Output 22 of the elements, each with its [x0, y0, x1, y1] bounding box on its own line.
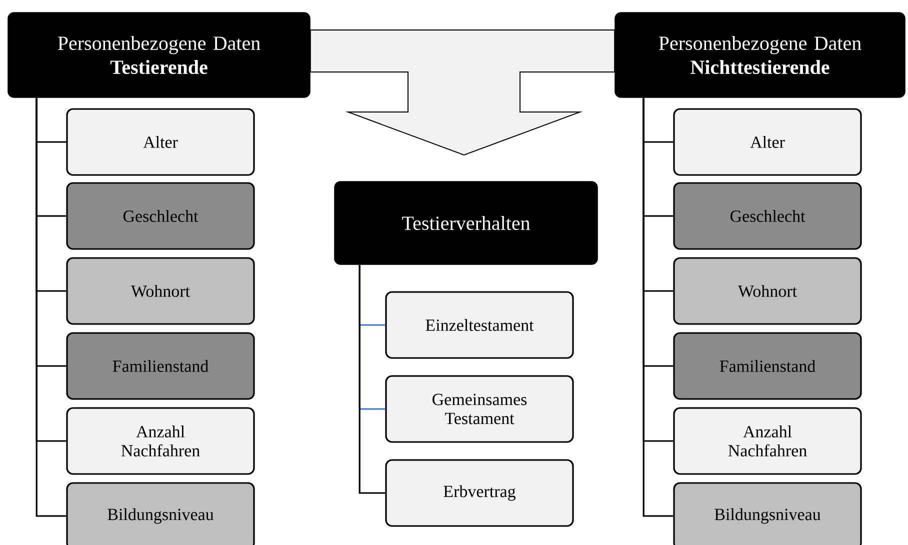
- merge-arrow: [310, 30, 616, 156]
- category-box: Familienstand: [673, 332, 862, 400]
- category-box: Bildungsniveau: [66, 482, 255, 545]
- header-box: Personenbezogene Daten Testierende: [8, 12, 310, 98]
- category-box: Wohnort: [66, 257, 255, 325]
- category-box: Alter: [66, 108, 255, 176]
- category-box: Geschlecht: [673, 182, 862, 250]
- connector-line: [642, 98, 674, 517]
- header-box: Testierverhalten: [334, 181, 598, 265]
- connector-line: [36, 98, 66, 517]
- category-box: Erbvertrag: [385, 459, 574, 527]
- category-box: Anzahl Nachfahren: [673, 407, 862, 475]
- category-box: Anzahl Nachfahren: [66, 407, 255, 475]
- category-box: Bildungsniveau: [673, 482, 862, 545]
- header-box: Personenbezogene Daten Nichttestierende: [614, 12, 906, 98]
- category-box: Einzeltestament: [385, 291, 574, 359]
- connector-line: [358, 264, 386, 494]
- category-box: Gemeinsames Testament: [385, 375, 574, 443]
- category-box: Geschlecht: [66, 182, 255, 250]
- category-box: Wohnort: [673, 257, 862, 325]
- category-box: Familienstand: [66, 332, 255, 400]
- category-box: Alter: [673, 108, 862, 176]
